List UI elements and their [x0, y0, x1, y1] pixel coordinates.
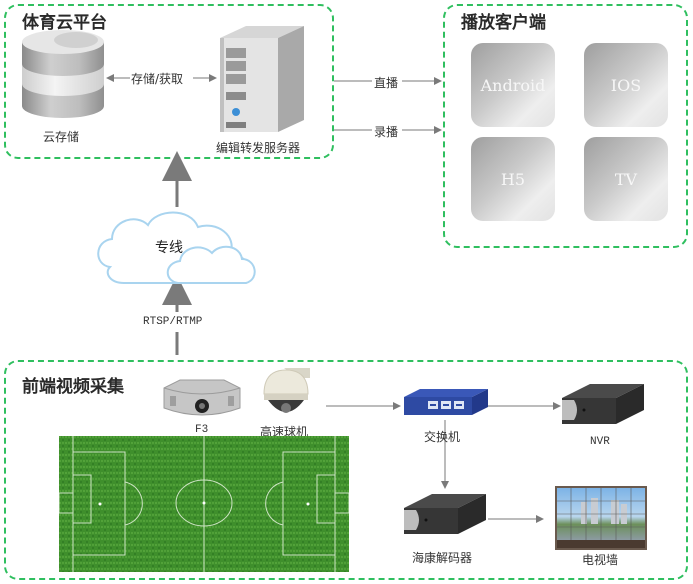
clients-title: 播放客户端 — [461, 13, 546, 33]
nvr-label: NVR — [590, 436, 610, 448]
cloud-icon — [97, 211, 256, 284]
cloud-storage-label: 云存储 — [43, 130, 80, 144]
client-tile-h5[interactable]: H5 — [471, 137, 555, 221]
cloud-platform-title: 体育云平台 — [22, 13, 107, 33]
cloud-storage-icon — [22, 30, 104, 118]
client-label-tv: TV — [614, 169, 638, 189]
tv-wall-label: 电视墙 — [582, 553, 619, 567]
tv-wall-icon — [555, 486, 647, 550]
recorded-label: 录播 — [374, 125, 399, 139]
switch-icon — [404, 389, 488, 415]
f3-camera-icon — [163, 379, 241, 416]
client-label-android: Android — [480, 75, 546, 95]
protocol-label: RTSP/RTMP — [143, 316, 203, 328]
client-tile-android[interactable]: Android — [471, 43, 555, 127]
frontend-group — [4, 360, 688, 580]
dedicated-line-label: 专线 — [155, 240, 183, 256]
decoder-icon — [404, 494, 486, 534]
storage-link-label: 存储/获取 — [131, 72, 184, 86]
client-label-h5: H5 — [500, 169, 526, 189]
client-label-ios: IOS — [610, 75, 642, 95]
speed-dome-icon — [263, 368, 310, 413]
client-tile-ios[interactable]: IOS — [584, 43, 668, 127]
server-icon — [220, 26, 304, 132]
decoder-label: 海康解码器 — [412, 551, 473, 565]
f3-camera-label: F3 — [195, 424, 209, 436]
soccer-field-image — [59, 436, 349, 572]
nvr-icon — [562, 384, 644, 424]
switch-label: 交换机 — [424, 430, 461, 444]
frontend-title: 前端视频采集 — [22, 377, 124, 397]
live-label: 直播 — [374, 76, 399, 90]
edit-server-label: 编辑转发服务器 — [216, 141, 301, 155]
clients-group — [443, 4, 688, 248]
client-tile-tv[interactable]: TV — [584, 137, 668, 221]
speed-dome-label: 高速球机 — [260, 425, 309, 439]
